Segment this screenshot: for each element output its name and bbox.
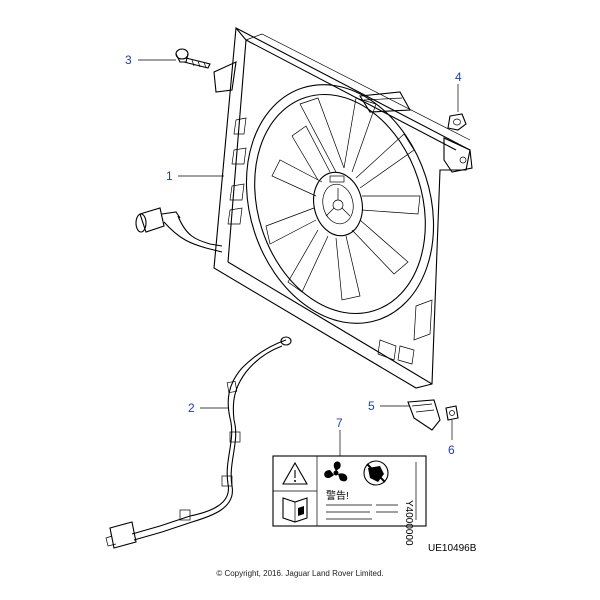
clip <box>445 405 459 421</box>
callout-1: 1 <box>166 169 173 183</box>
callout-7: 7 <box>336 416 343 430</box>
wiring-harness <box>105 336 292 549</box>
warning-label: 警告! Y4000000 <box>272 455 427 546</box>
bolt <box>175 48 211 69</box>
fan-assembly <box>245 84 435 324</box>
manual-icon <box>282 497 308 523</box>
copyright-notice: © Copyright, 2016. Jaguar Land Rover Lim… <box>216 569 384 578</box>
label-code: Y4000000 <box>403 500 414 546</box>
nut <box>447 113 467 131</box>
fan-icon <box>324 461 348 482</box>
callout-3: 3 <box>125 53 132 67</box>
diagram-reference-code: UE10496B <box>428 543 477 554</box>
callout-2: 2 <box>188 401 195 415</box>
callout-4: 4 <box>455 70 462 84</box>
no-hand-icon <box>363 460 389 486</box>
label-heading: 警告! <box>326 489 349 502</box>
fan-motor-connector <box>135 207 223 253</box>
bracket <box>407 399 441 431</box>
warning-triangle-icon <box>282 461 308 485</box>
callout-6: 6 <box>448 443 455 457</box>
fan-shroud <box>213 27 473 389</box>
callout-5: 5 <box>368 399 375 413</box>
